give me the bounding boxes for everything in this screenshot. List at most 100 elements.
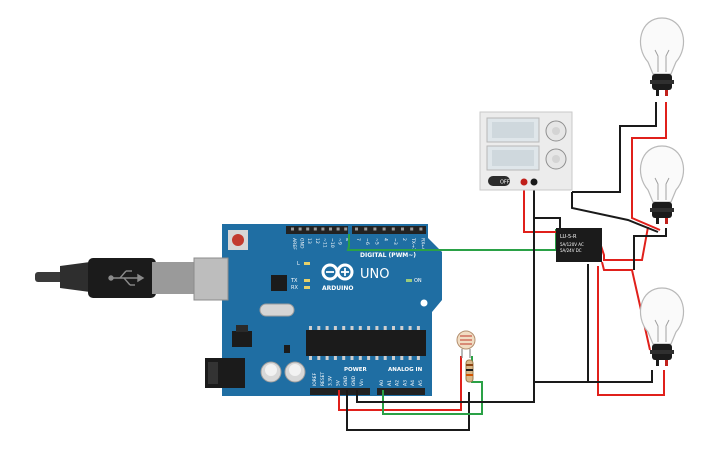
power-pin-label: 5V	[335, 380, 341, 386]
resistor[interactable]	[465, 359, 474, 383]
chip-pin	[392, 326, 395, 330]
voltage-screen	[492, 122, 534, 138]
board-usb-port	[193, 257, 229, 301]
resistor-band	[466, 369, 473, 371]
digital-label: DIGITAL (PWM~)	[360, 252, 416, 259]
voltage-regulator	[232, 331, 252, 347]
power-pin-label: Vin	[359, 379, 365, 386]
model-label: UNO	[360, 267, 389, 282]
chip-pin	[325, 326, 329, 330]
capacitor-top	[289, 364, 301, 376]
bulb-glass	[639, 17, 685, 75]
usb-strain-relief	[60, 262, 90, 292]
bulb-terminal	[656, 218, 659, 224]
wire-red-bottom[interactable]	[597, 266, 665, 396]
power-pin-label: RESET	[320, 372, 326, 386]
chip-pin	[333, 356, 337, 360]
header-pin[interactable]	[344, 227, 348, 231]
chip-pin	[375, 356, 379, 360]
crystal-oscillator	[259, 303, 295, 317]
header-pin[interactable]	[336, 227, 340, 231]
wire-red-5v-ldr[interactable]	[338, 356, 462, 411]
bulb-socket-ring	[650, 80, 674, 84]
chip-pin	[375, 326, 379, 330]
wire-black-bulb3[interactable]	[533, 218, 653, 383]
top-header-pin-label: 2	[401, 238, 407, 241]
power-switch[interactable]	[488, 176, 510, 186]
header-pin[interactable]	[382, 227, 386, 231]
wire-red-supply-relay[interactable]	[523, 182, 556, 233]
regulator-tab	[236, 325, 248, 332]
top-header-pin-label: ~11	[321, 238, 327, 248]
chip-pin	[325, 356, 329, 360]
analog-pin-label: A1	[387, 380, 393, 386]
resistor-band	[466, 374, 473, 376]
relay[interactable]: LU-5-R 5A/120V AC 5A/24V DC	[556, 228, 602, 262]
light-bulb-icon[interactable]	[639, 145, 685, 224]
header-pin[interactable]	[391, 227, 395, 231]
reset-button[interactable]	[232, 234, 244, 246]
chip-pin	[358, 356, 362, 360]
chip-pin	[383, 326, 387, 330]
top-header-pin-label: 12	[314, 238, 320, 244]
tx-label: TX	[290, 278, 298, 284]
power-pin-label: 3.3V	[328, 376, 334, 386]
photoresistor[interactable]	[456, 330, 476, 358]
arduino-infinity-logo-icon	[321, 263, 354, 281]
header-pin[interactable]	[364, 227, 368, 231]
led-l	[304, 262, 310, 265]
resistor-band	[466, 364, 473, 366]
light-bulb-icon[interactable]	[639, 287, 685, 366]
power-supply[interactable]: OFF	[479, 111, 573, 191]
atmega-chip	[306, 330, 426, 356]
chip-pin	[350, 326, 354, 330]
chip-pin	[408, 356, 412, 360]
wire-black-supply-relay[interactable]	[533, 182, 561, 229]
wire-red-bulb1[interactable]	[631, 102, 667, 231]
bulb-glass	[639, 287, 685, 345]
chip-pin	[367, 356, 371, 360]
analog-pin-label: A5	[418, 380, 424, 386]
on-label: ON	[414, 278, 422, 284]
header-pin[interactable]	[291, 227, 294, 231]
header-pin[interactable]	[313, 227, 317, 231]
wire-black-chain[interactable]	[571, 192, 659, 233]
header-pin[interactable]	[373, 227, 377, 231]
bulb-filament	[654, 177, 670, 200]
top-header-pin-label: ~9	[337, 238, 343, 245]
usb-cable-tail	[35, 272, 63, 282]
header-pin[interactable]	[401, 227, 404, 231]
wire-black-bulb1[interactable]	[572, 102, 657, 193]
mount-hole	[420, 299, 428, 307]
negative-terminal[interactable]	[530, 178, 538, 186]
header-pin[interactable]	[419, 227, 423, 231]
positive-terminal[interactable]	[520, 178, 528, 186]
header-pin[interactable]	[306, 227, 310, 231]
power-pin-label: GND	[343, 375, 349, 386]
bulb-terminal	[665, 360, 668, 366]
chip-pin	[416, 326, 420, 330]
rx-label: RX	[291, 285, 298, 291]
led-rx	[304, 286, 310, 289]
header-pin[interactable]	[321, 227, 325, 231]
wire-black-gnd-relay[interactable]	[356, 382, 535, 403]
light-bulb-icon[interactable]	[639, 17, 685, 96]
header-pin[interactable]	[410, 227, 414, 231]
analog-pin-label: A4	[410, 380, 416, 386]
wire-red-relay-bulb2[interactable]	[600, 226, 649, 261]
header-pin[interactable]	[298, 227, 302, 231]
wire-black-bulb2[interactable]	[633, 228, 667, 270]
top-header-pin-label: 13	[306, 238, 312, 244]
chip-pin	[416, 356, 420, 360]
header-pin[interactable]	[355, 227, 358, 231]
header-pin[interactable]	[329, 227, 332, 231]
bulb-glass	[639, 145, 685, 203]
capacitor-top	[265, 364, 277, 376]
bulb-filament	[654, 319, 670, 342]
wire-black-gnd-resistor[interactable]	[346, 390, 470, 431]
chip-pin	[400, 356, 404, 360]
top-header-pin-label: 8	[344, 238, 350, 241]
usb-chip	[271, 275, 287, 291]
